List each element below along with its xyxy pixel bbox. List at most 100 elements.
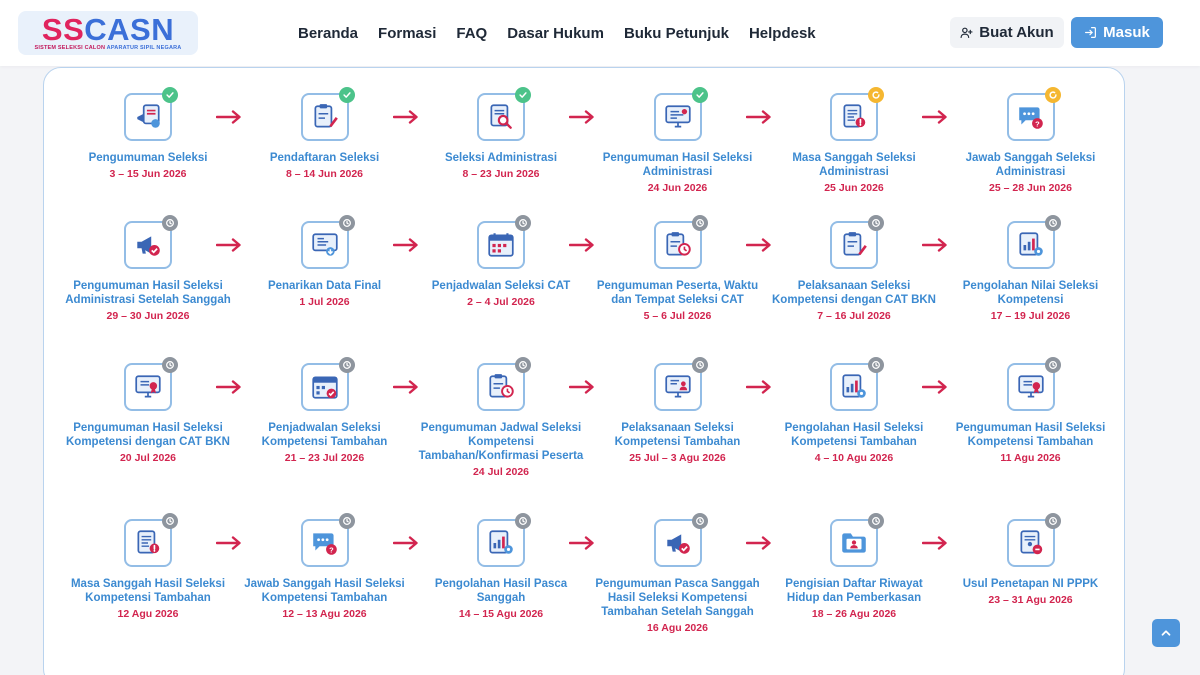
step-icon-box (653, 357, 708, 411)
arrow-right-icon (569, 238, 594, 252)
status-badge (515, 357, 531, 373)
step-icon-box (477, 513, 531, 567)
step-icon-box (477, 87, 531, 141)
step-title: Jawab Sanggah Seleksi Administrasi (965, 152, 1096, 178)
status-badge (691, 87, 708, 103)
step-date: 8 – 23 Jun 2026 (462, 168, 540, 180)
step-date: 8 – 14 Jun 2026 (285, 168, 364, 180)
clock-icon (1048, 517, 1057, 525)
logo-subtitle: SISTEM SELEKSI CALON APARATUR SIPIL NEGA… (34, 44, 182, 51)
nav-faq[interactable]: FAQ (456, 24, 488, 42)
document-chart-gear-icon (489, 530, 513, 554)
step-icon-box (653, 215, 708, 269)
step-date: 17 – 19 Jul 2026 (990, 310, 1071, 322)
arrow-right-icon (569, 536, 594, 550)
step-date: 12 Agu 2026 (117, 608, 179, 620)
clock-icon (519, 361, 527, 369)
status-badge (338, 87, 355, 103)
step-icon-box (300, 87, 355, 141)
certificate-monitor-icon (135, 375, 161, 398)
status-badge (162, 513, 178, 529)
nav-formasi[interactable]: Formasi (378, 24, 437, 42)
sscasn-logo[interactable]: SSCASN SISTEM SELEKSI CALON APARATUR SIP… (18, 11, 198, 55)
nav-buku-petunjuk[interactable]: Buku Petunjuk (623, 24, 729, 42)
step-icon-box (477, 357, 531, 411)
clock-icon (1048, 361, 1057, 369)
clipboard-pen-icon (843, 232, 867, 256)
status-badge (515, 87, 531, 103)
user-plus-icon (960, 27, 973, 38)
step-icon-box (653, 87, 708, 141)
arrow-right-icon (216, 238, 241, 252)
arrow-right-icon (745, 536, 771, 550)
folder-user-icon (842, 533, 866, 553)
chat-question-icon: ? (1018, 107, 1043, 129)
step-date: 20 Jul 2026 (119, 452, 177, 464)
status-badge (162, 215, 178, 231)
login-button[interactable]: Masuk (1071, 17, 1163, 48)
nav-dasar-hukum[interactable]: Dasar Hukum (507, 24, 604, 42)
step-title: Pengumuman Peserta, Waktu dan Tempat Sel… (596, 280, 759, 306)
progress-icon (872, 91, 880, 99)
step-icon-box: ? (300, 513, 355, 567)
step-date: 12 – 13 Agu 2026 (282, 608, 367, 620)
arrow-right-icon (922, 110, 947, 124)
step-title: Pendaftaran Seleksi (269, 152, 380, 164)
step-title: Pengumuman Hasil Seleksi Administrasi Se… (65, 280, 231, 306)
step-title: Penjadwalan Seleksi CAT (431, 280, 571, 292)
step-title: Pengolahan Nilai Seleksi Kompetensi (962, 280, 1099, 306)
arrow-right-icon (392, 380, 418, 394)
nav-helpdesk[interactable]: Helpdesk (748, 24, 816, 42)
step-icon-box (653, 513, 708, 567)
step-date: 3 – 15 Jun 2026 (109, 168, 187, 180)
status-badge (691, 357, 708, 373)
site-header: SSCASN SISTEM SELEKSI CALON APARATUR SIP… (0, 0, 1200, 66)
arrow-right-icon (745, 238, 771, 252)
register-button[interactable]: Buat Akun (950, 17, 1064, 48)
status-badge (515, 215, 531, 231)
clock-icon (695, 517, 704, 525)
clock-icon (342, 361, 351, 369)
register-button-label: Buat Akun (979, 24, 1054, 41)
clock-icon (166, 219, 174, 227)
step-date: 7 – 16 Jul 2026 (817, 310, 891, 322)
step-title: Masa Sanggah Seleksi Administrasi (792, 152, 916, 178)
step-title: Pengolahan Hasil Seleksi Kompetensi Tamb… (784, 422, 924, 448)
document-alert-icon (137, 530, 160, 554)
step-title: Pengumuman Pasca Sanggah Hasil Seleksi K… (595, 578, 760, 618)
arrow-right-icon (392, 536, 418, 550)
step-title: Masa Sanggah Hasil Seleksi Kompetensi Ta… (70, 578, 226, 604)
clipboard-pen-icon (314, 104, 338, 128)
step-icon-box (1006, 513, 1061, 567)
monitor-announcement-icon (664, 105, 691, 128)
step-date: 21 – 23 Jul 2026 (284, 452, 365, 464)
document-chart-gear-icon (1018, 232, 1043, 256)
step-date: 24 Jun 2026 (647, 182, 708, 194)
calendar-check-icon (311, 376, 338, 399)
step-date: 11 Agu 2026 (1000, 452, 1061, 464)
step-date: 25 Jul – 3 Agu 2026 (629, 452, 726, 464)
step-icon-box (124, 215, 178, 269)
step-title: Pengolahan Hasil Pasca Sanggah (434, 578, 568, 604)
nav-beranda[interactable]: Beranda (298, 24, 359, 42)
megaphone-check-icon (666, 534, 690, 554)
calendar-icon (488, 233, 514, 257)
step-date: 14 – 15 Agu 2026 (458, 608, 544, 620)
login-icon (1085, 27, 1097, 38)
status-badge (338, 513, 355, 529)
scroll-to-top-button[interactable] (1152, 619, 1180, 647)
step-date: 1 Jul 2026 (299, 296, 350, 308)
megaphone-check-icon (137, 236, 160, 256)
clock-icon (342, 219, 351, 227)
step-icon-box (830, 513, 884, 567)
arrow-right-icon (922, 380, 947, 394)
check-icon (695, 92, 704, 98)
megaphone-document-icon (137, 104, 160, 128)
status-badge (162, 87, 178, 103)
document-search-icon (490, 104, 512, 129)
clock-icon (872, 361, 880, 369)
step-icon-box (300, 357, 355, 411)
main-nav: Beranda Formasi FAQ Dasar Hukum Buku Pet… (288, 0, 826, 66)
status-badge (1044, 357, 1061, 373)
step-date: 16 Agu 2026 (647, 622, 708, 634)
